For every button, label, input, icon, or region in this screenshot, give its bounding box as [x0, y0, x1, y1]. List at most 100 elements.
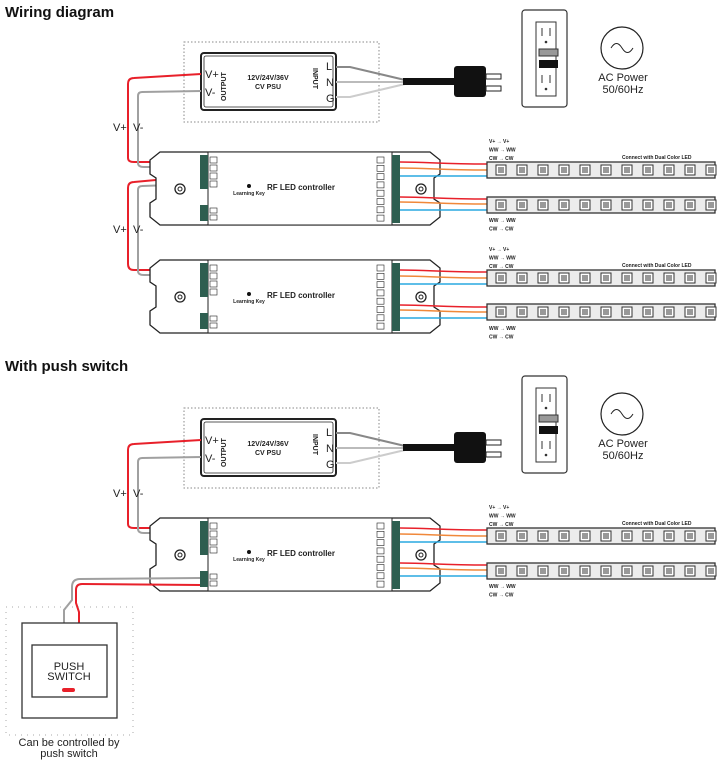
- controller-body: [207, 517, 393, 592]
- indicator-light-icon: [62, 688, 75, 692]
- mounting-hole: [415, 291, 427, 303]
- link-vplus-label: V+: [113, 122, 127, 134]
- output-terminal: [392, 155, 400, 223]
- push-switch-caption: Can be controlled by: [19, 737, 120, 749]
- psu-output-label: OUTPUT: [221, 72, 228, 102]
- strip-bottom-mapping: WW → WW: [489, 326, 516, 332]
- learning-key-button[interactable]: [247, 292, 251, 296]
- strip-top-mapping: V+ → V+: [489, 247, 509, 253]
- strip-top-mapping: WW → WW: [489, 514, 516, 520]
- wire: [137, 456, 202, 534]
- controller-body: [207, 151, 393, 226]
- strip-top-mapping: V+ → V+: [489, 505, 509, 511]
- ac-frequency-label: 50/60Hz: [603, 450, 644, 462]
- learning-key-label: Learning Key: [233, 299, 265, 305]
- connect-dual-color-label: Connect with Dual Color LED: [622, 263, 692, 269]
- psu-input-label: INPUT: [311, 68, 318, 90]
- controller-name: RF LED controller: [267, 183, 335, 192]
- psu-vminus-label: V-: [205, 87, 216, 99]
- wire: [399, 196, 489, 200]
- psu-n-label: N: [326, 443, 334, 455]
- strip-connection-labels: V+ → V+ WW → WW CW → CW Connect with Dual C…: [489, 247, 692, 341]
- push-switch-label: PUSH: [54, 661, 85, 673]
- ac-frequency-label: 50/60Hz: [603, 84, 644, 96]
- controller-body: [207, 259, 393, 334]
- psu-vplus-label: V+: [205, 69, 219, 81]
- wire: [336, 66, 406, 81]
- push-switch-caption: push switch: [40, 748, 97, 760]
- strip-top-mapping: V+ → V+: [489, 139, 509, 145]
- strip-connection-labels: V+ → V+ WW → WW CW → CW Connect with Dual C…: [489, 505, 692, 599]
- wire: [399, 567, 489, 571]
- wire: [399, 269, 489, 273]
- link-vminus-label: V-: [133, 224, 144, 236]
- learning-key-label: Learning Key: [233, 557, 265, 563]
- strip-top-mapping: CW → CW: [489, 522, 514, 528]
- output-terminal: [392, 521, 400, 589]
- strip-top-mapping: WW → WW: [489, 148, 516, 154]
- learning-key-button[interactable]: [247, 184, 251, 188]
- psu-l-label: L: [326, 61, 332, 73]
- link-vplus-label: V+: [113, 224, 127, 236]
- mounting-hole: [415, 549, 427, 561]
- psu-vminus-label: V-: [205, 453, 216, 465]
- wire: [399, 275, 489, 279]
- switch-terminal: [200, 205, 208, 221]
- led-strip-2: [486, 196, 717, 214]
- strip-bottom-mapping: CW → CW: [489, 593, 514, 599]
- push-switch-label: SWITCH: [47, 671, 90, 683]
- power-terminal: [200, 155, 208, 189]
- wire: [399, 562, 489, 566]
- mounting-hole: [174, 291, 186, 303]
- wire: [137, 183, 201, 276]
- strip-bottom-mapping: CW → CW: [489, 227, 514, 233]
- plug-icon: [454, 66, 486, 97]
- link-vplus-label: V+: [113, 488, 127, 500]
- power-cord: [403, 78, 458, 85]
- ac-power-label: AC Power: [598, 438, 648, 450]
- switch-terminal: [200, 313, 208, 329]
- strip-top-mapping: CW → CW: [489, 264, 514, 270]
- wire: [399, 309, 489, 313]
- wire: [399, 533, 489, 537]
- switch-terminal: [200, 571, 208, 587]
- wire: [399, 201, 489, 205]
- mounting-hole: [174, 183, 186, 195]
- wire: [399, 167, 489, 171]
- wire: [137, 90, 202, 168]
- psu-n-label: N: [326, 77, 334, 89]
- psu-vplus-label: V+: [205, 435, 219, 447]
- mounting-hole: [415, 183, 427, 195]
- psu-model: 12V/24V/36V: [247, 441, 289, 448]
- mounting-hole: [174, 549, 186, 561]
- wire: [399, 161, 489, 165]
- psu-type: CV PSU: [255, 84, 281, 91]
- strip-bottom-mapping: WW → WW: [489, 584, 516, 590]
- learning-key-button[interactable]: [247, 550, 251, 554]
- controller-name: RF LED controller: [267, 291, 335, 300]
- wire: [63, 577, 201, 623]
- section-title-push-switch: With push switch: [5, 358, 128, 375]
- connect-dual-color-label: Connect with Dual Color LED: [622, 521, 692, 527]
- connect-dual-color-label: Connect with Dual Color LED: [622, 155, 692, 161]
- power-terminal: [200, 263, 208, 297]
- psu-g-label: G: [326, 459, 335, 471]
- strip-top-mapping: WW → WW: [489, 256, 516, 262]
- link-vminus-label: V-: [133, 488, 144, 500]
- wire: [75, 582, 201, 623]
- wall-outlet-icon: [521, 9, 568, 108]
- power-cord: [403, 444, 458, 451]
- led-strip-5: [486, 527, 717, 545]
- controller-name: RF LED controller: [267, 549, 335, 558]
- plug-icon: [454, 432, 486, 463]
- psu-output-label: OUTPUT: [221, 438, 228, 468]
- psu-l-label: L: [326, 427, 332, 439]
- led-strip-1: [486, 161, 717, 179]
- wire: [399, 304, 489, 308]
- led-strip-3: [486, 269, 717, 287]
